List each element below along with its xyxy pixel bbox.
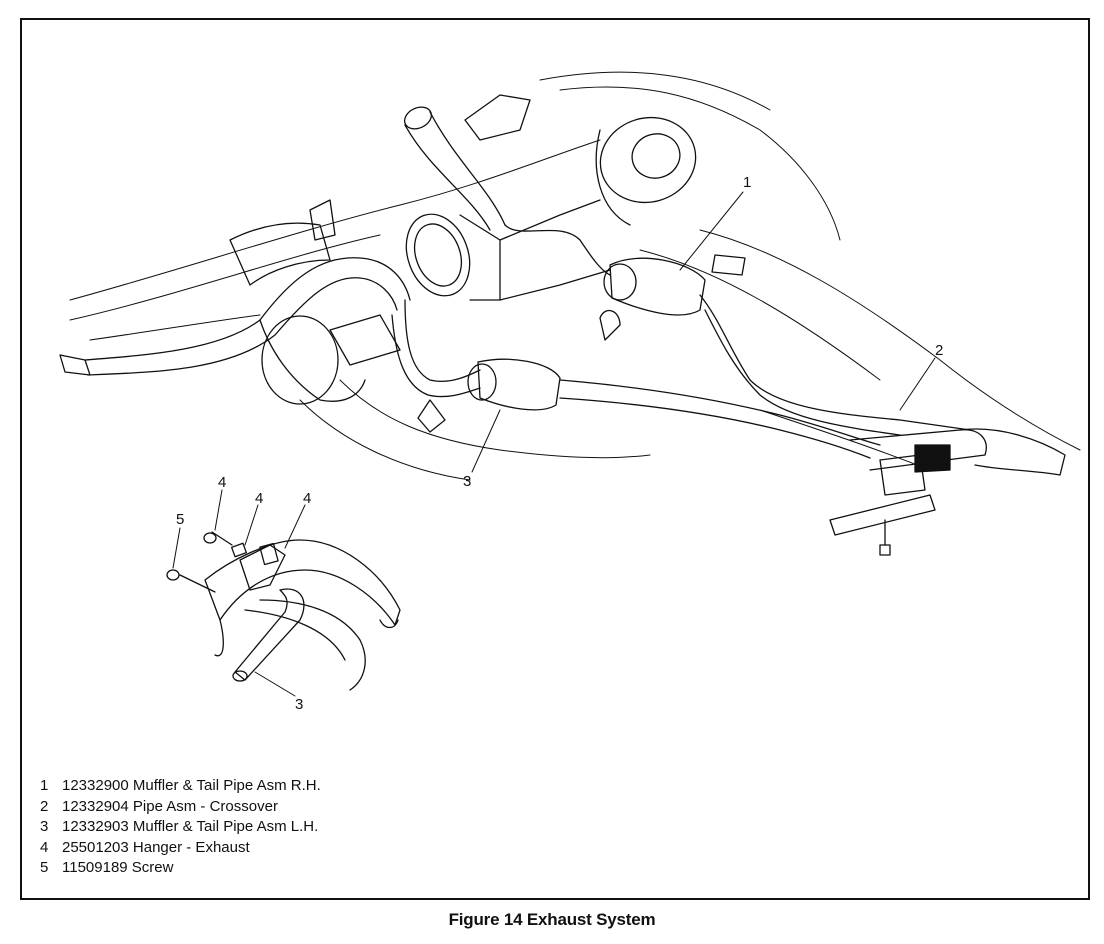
figure-frame	[20, 18, 1090, 900]
rh-tail-pipe	[403, 106, 611, 276]
callout-4a: 4	[218, 474, 226, 491]
lh-tail-pipe	[59, 257, 481, 398]
rear-hanger-bracket	[829, 428, 1066, 556]
detail-hanger-view	[166, 531, 401, 691]
callout-5: 5	[176, 511, 184, 528]
leader-lines	[172, 191, 936, 697]
callout-detail-3: 3	[295, 696, 303, 713]
figure-caption: Figure 14 Exhaust System	[448, 910, 656, 929]
rh-muffler	[603, 257, 971, 436]
fuel-tank	[595, 116, 697, 226]
callout-4b: 4	[255, 490, 263, 507]
lh-muffler	[417, 358, 561, 433]
callout-3: 3	[463, 473, 471, 490]
rear-differential	[405, 199, 611, 301]
floor-pan-outline	[69, 71, 1081, 481]
upper-hanger	[309, 94, 746, 341]
callout-1: 1	[743, 174, 751, 191]
callout-4c: 4	[303, 490, 311, 507]
rear-suspension	[229, 222, 401, 405]
callout-2: 2	[935, 342, 943, 359]
